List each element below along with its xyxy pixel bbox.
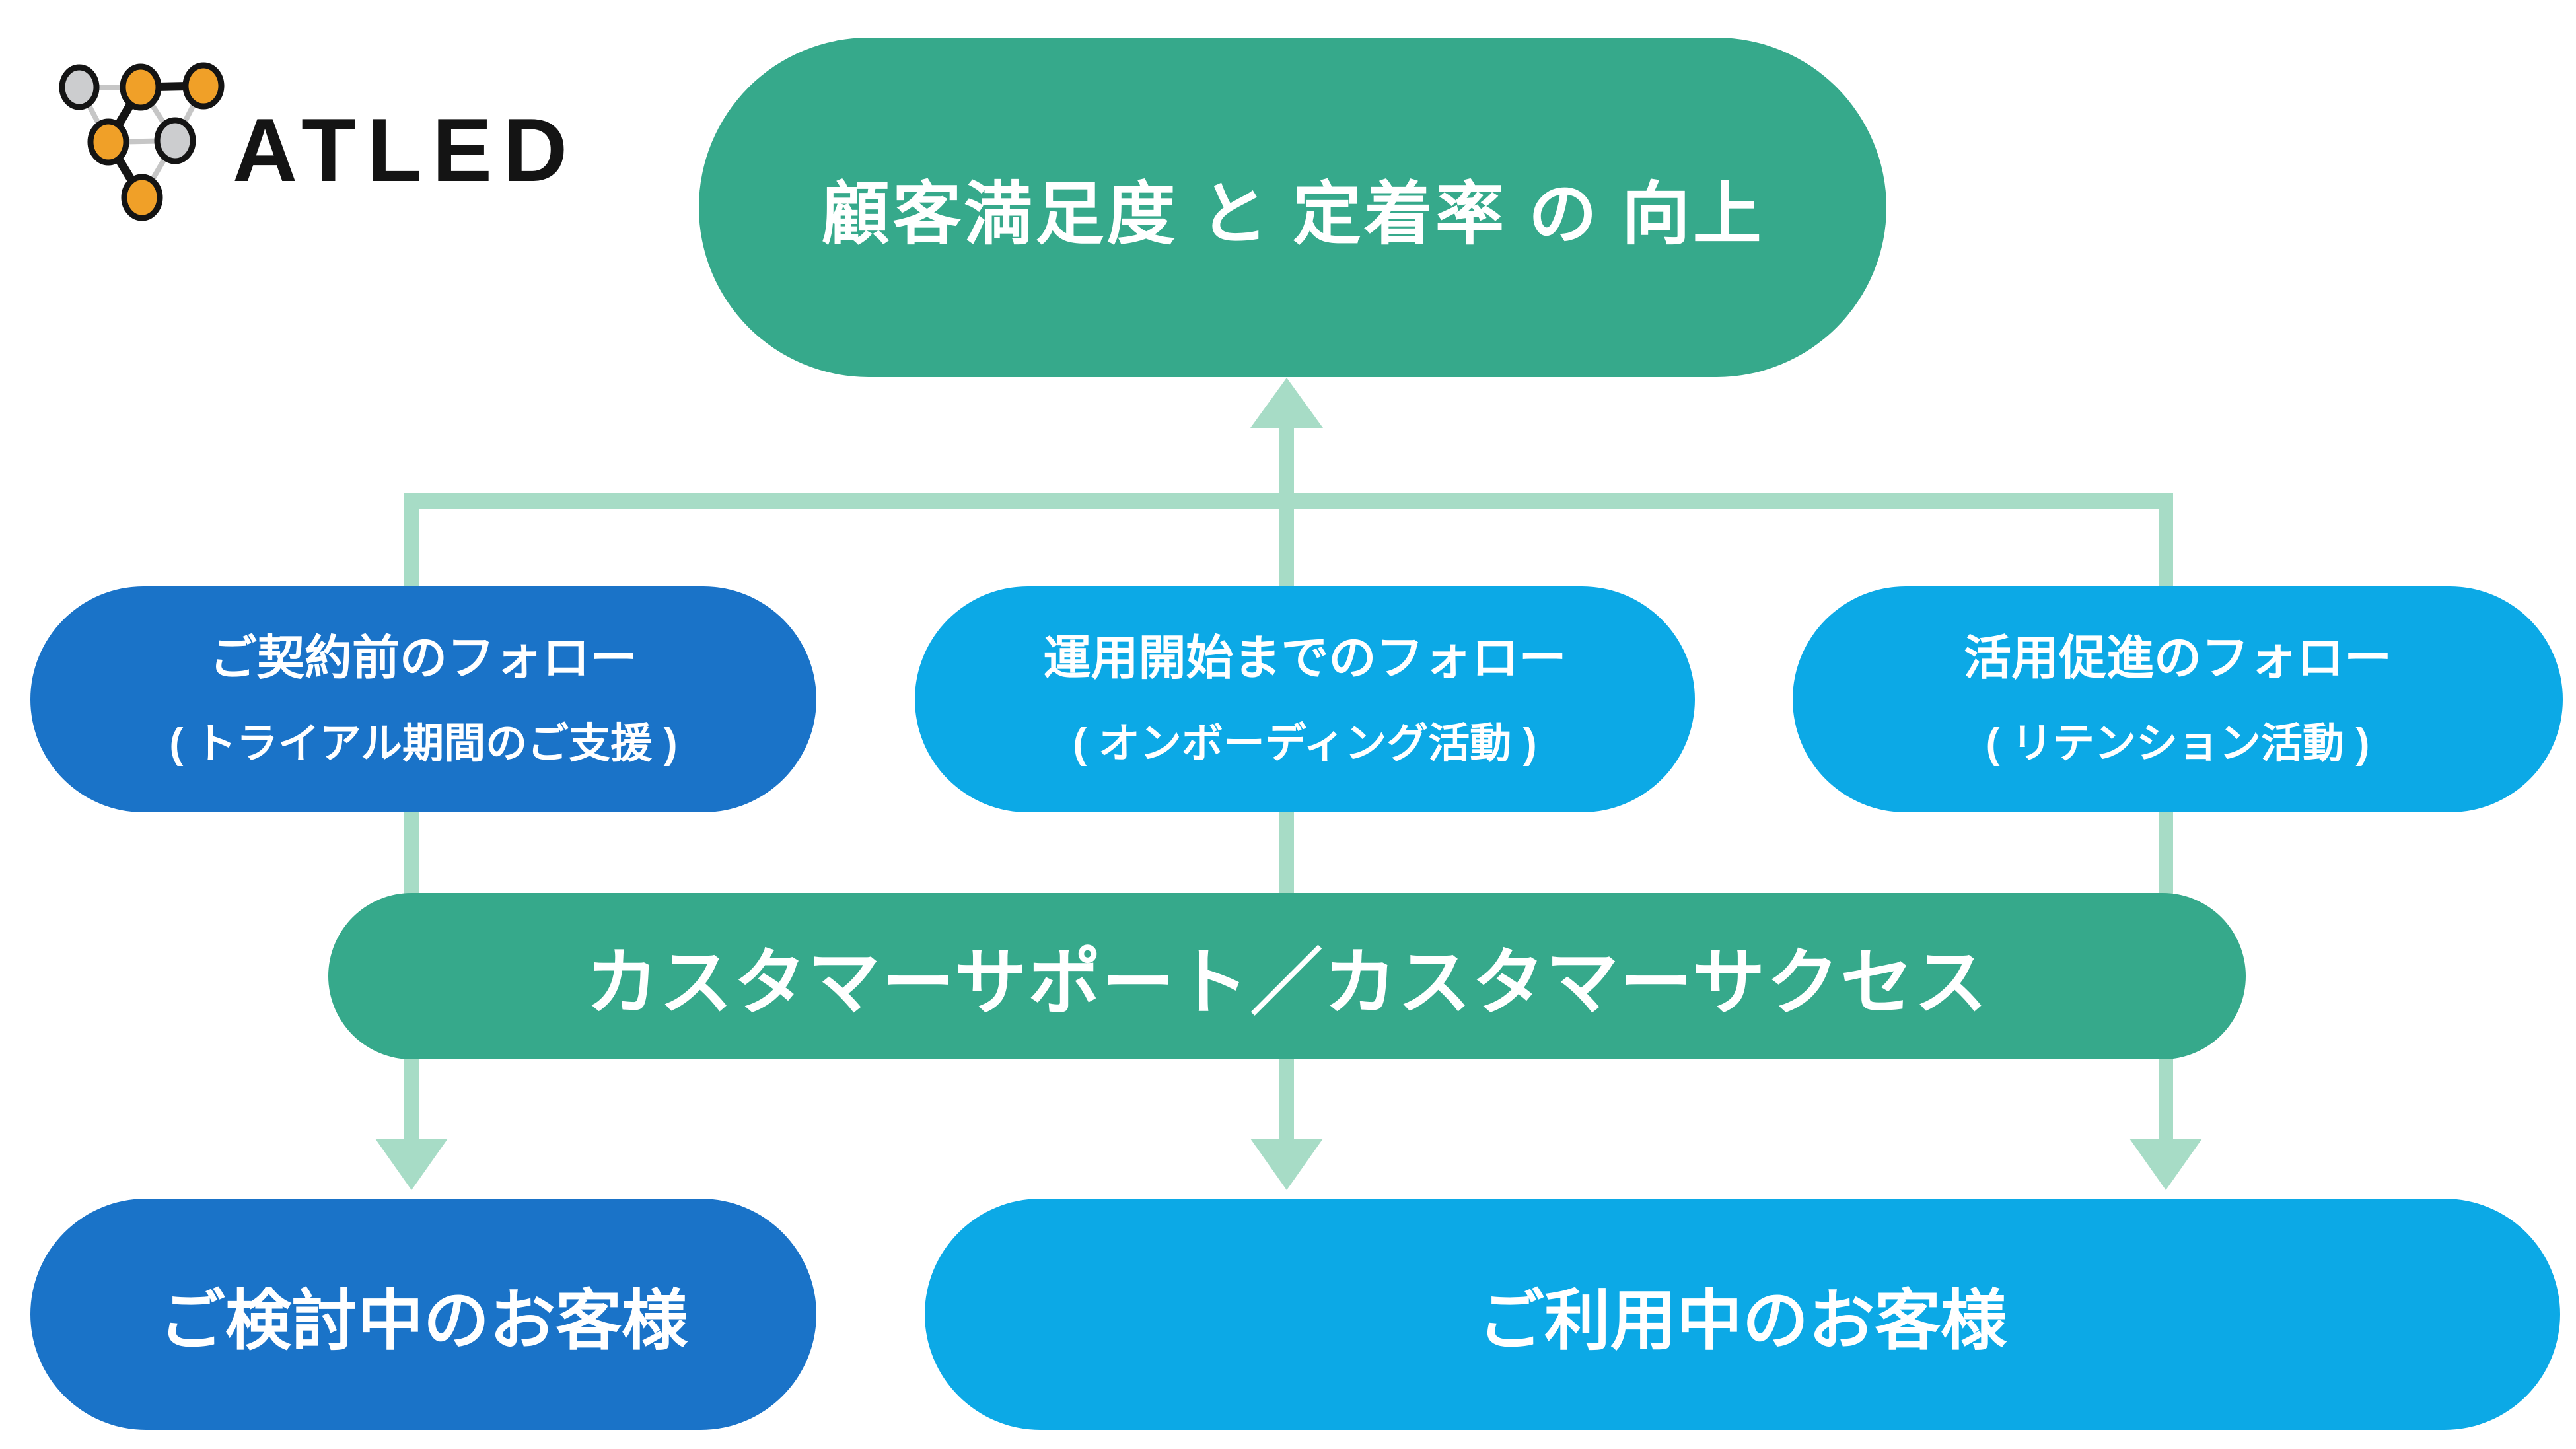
goal-pill-label: 顧客満足度 と 定着率 の 向上 — [821, 176, 1764, 253]
arrow-up-icon — [1250, 378, 1323, 428]
follow-pill-subtitle: ( オンボーディング活動 ) — [1073, 720, 1537, 767]
logo-node-mid-right — [154, 117, 196, 164]
atled-logo-mark — [59, 62, 225, 221]
logo-node-top-left — [59, 64, 100, 110]
follow-pill-title: ご契約前のフォロー — [209, 631, 637, 685]
follow-pill-retention: 活用促進のフォロー ( リテンション活動 ) — [1793, 586, 2563, 812]
team-pill: カスタマーサポート／カスタマーサクセス — [328, 893, 2246, 1059]
arrow-down-icon — [1250, 1139, 1323, 1190]
logo-node-top-mid — [120, 63, 162, 111]
customer-pill-label: ご利用中のお客様 — [1478, 1283, 2007, 1358]
follow-pill-onboarding: 運用開始までのフォロー ( オンボーディング活動 ) — [915, 586, 1695, 812]
arrow-down-icon — [2129, 1139, 2202, 1190]
follow-pill-title: 活用促進のフォロー — [1963, 631, 2392, 685]
logo-node-mid-left — [87, 118, 129, 166]
arrow-down-icon — [375, 1139, 448, 1190]
customer-pill-considering: ご検討中のお客様 — [30, 1199, 816, 1430]
follow-pill-subtitle: ( トライアル期間のご支援 ) — [169, 720, 678, 767]
follow-pill-subtitle: ( リテンション活動 ) — [1986, 720, 2370, 767]
follow-pill-title: 運用開始までのフォロー — [1043, 631, 1567, 685]
customer-pill-using: ご利用中のお客様 — [925, 1199, 2560, 1430]
customer-pill-label: ご検討中のお客様 — [159, 1283, 688, 1358]
follow-pill-pre-contract: ご契約前のフォロー ( トライアル期間のご支援 ) — [30, 586, 816, 812]
atled-logo-text: ATLED — [233, 100, 579, 200]
goal-pill: 顧客満足度 と 定着率 の 向上 — [699, 38, 1886, 377]
team-pill-label: カスタマーサポート／カスタマーサクセス — [585, 942, 1989, 1024]
logo-node-top-right — [182, 62, 225, 110]
logo-node-bottom — [121, 174, 163, 221]
